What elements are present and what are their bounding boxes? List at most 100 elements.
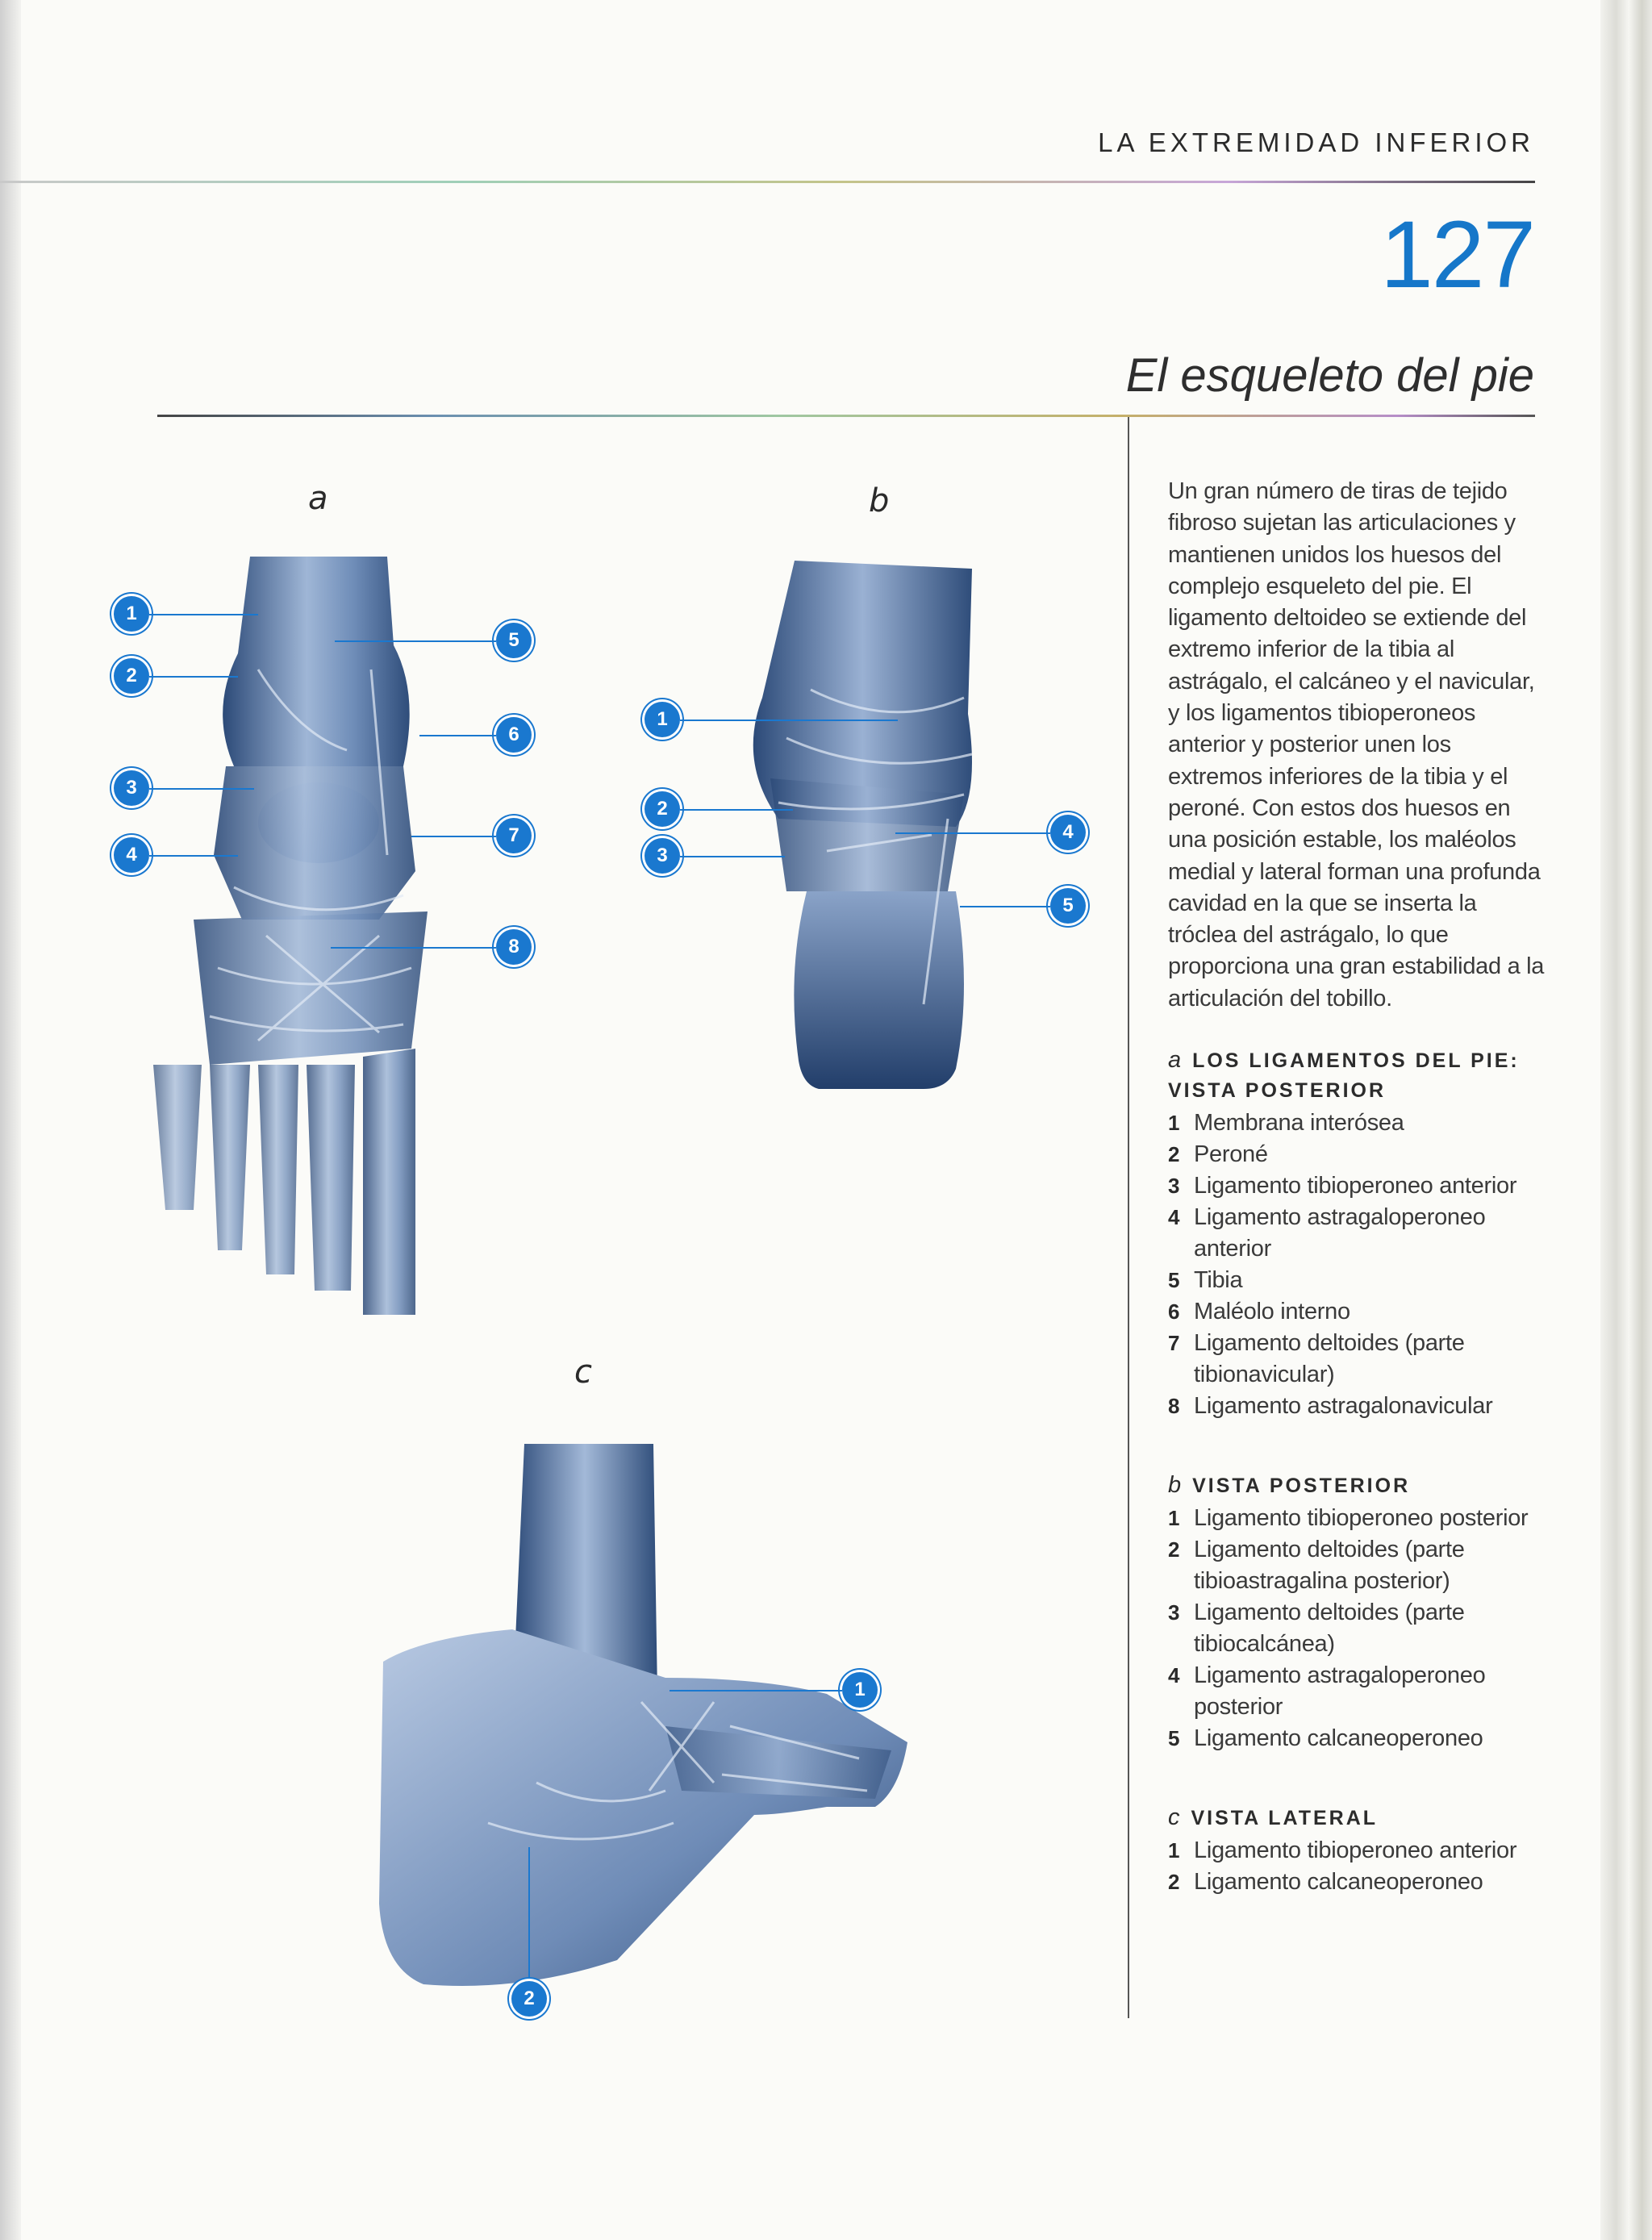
legend-item-number: 3 [1168,1600,1180,1625]
legend-item-number: 1 [1168,1111,1180,1136]
figure-a-leader-1 [149,614,258,615]
legend-item-number: 4 [1168,1663,1180,1688]
intro-paragraph: Un gran número de tiras de tejido fibros… [1168,478,1545,1012]
legend-a-list: 1 Membrana interósea 2 Peroné 3 Ligamento t… [1168,1107,1547,1422]
figure-c-illustration [379,1444,907,1986]
legend-item-number: 6 [1168,1299,1180,1324]
legend-item-text: Ligamento deltoides (parte tibiocalcánea… [1194,1600,1465,1658]
legend-item: 1 Membrana interósea [1168,1107,1547,1139]
legend-item-number: 2 [1168,1537,1180,1562]
chapter-title: El esqueleto del pie [1125,349,1534,402]
figure-a-callout-4: 4 [114,837,149,873]
figure-c-leader-1 [670,1690,842,1691]
figure-a-leader-6 [419,735,496,736]
legend-item-text: Ligamento astragaloperoneo anterior [1194,1204,1486,1262]
running-head: LA EXTREMIDAD INFERIOR [1098,127,1534,157]
legend-item-number: 5 [1168,1268,1180,1293]
figure-c-callout-2: 2 [511,1981,547,2017]
legend-item-text: Peroné [1194,1141,1268,1168]
legend-item-text: Ligamento calcaneoperoneo [1194,1869,1483,1896]
legend-item-number: 3 [1168,1174,1180,1199]
legend-item: 7 Ligamento deltoides (parte tibionavicul… [1168,1328,1547,1391]
figure-a-callout-7: 7 [496,818,532,853]
legend-item-text: Tibia [1194,1267,1243,1294]
legend-item-text: Ligamento calcaneoperoneo [1194,1725,1483,1752]
title-rule [157,415,1535,417]
figure-a-callout-8: 8 [496,929,532,965]
legend-item-number: 7 [1168,1331,1180,1356]
legend-a-letter: a [1168,1047,1182,1074]
legend-item-text: Ligamento astragaloperoneo posterior [1194,1662,1486,1721]
legend-item-text: Membrana interósea [1194,1110,1404,1137]
legend-item: 6 Maléolo interno [1168,1296,1547,1328]
figure-b-leader-1 [680,720,898,721]
legend-item: 5 Tibia [1168,1265,1547,1296]
legend-item-text: Ligamento tibioperoneo anterior [1194,1173,1517,1199]
legend-b-title: VISTA POSTERIOR [1192,1475,1411,1498]
figure-b-label: b [869,482,890,519]
figure-b-callout-3: 3 [645,838,680,874]
figure-a-callout-2: 2 [114,658,149,694]
figure-a-leader-4 [149,855,238,857]
figure-a-leader-8 [331,947,496,949]
figure-c-callout-1: 1 [842,1672,878,1708]
legend-item: 3 Ligamento tibioperoneo anterior [1168,1170,1547,1202]
header-rule [0,181,1535,183]
figure-c-label: c [574,1354,592,1391]
page-gutter-shadow [0,0,21,2240]
legend-c-title: VISTA LATERAL [1191,1807,1379,1830]
legend-item: 2 Ligamento deltoides (parte tibioastraga… [1168,1534,1547,1597]
figure-b-illustration [753,561,973,1089]
legend-item-number: 2 [1168,1142,1180,1167]
legend-b-letter: b [1168,1472,1182,1499]
legend-item: 4 Ligamento astragaloperoneo anterior [1168,1202,1547,1265]
figure-b-callout-2: 2 [645,791,680,827]
figure-a-illustration [153,557,428,1315]
legend-item-text: Ligamento deltoides (parte tibionavicula… [1194,1330,1465,1388]
figure-a-callout-5: 5 [496,623,532,658]
legend-item-text: Ligamento astragalonavicular [1194,1393,1493,1420]
legend-item: 2 Peroné [1168,1139,1547,1170]
legend-item-number: 1 [1168,1838,1180,1863]
figure-b-callout-4: 4 [1050,815,1086,850]
figure-a-leader-2 [149,676,238,678]
legend-item: 1 Ligamento tibioperoneo anterior [1168,1835,1547,1867]
legend-b-heading: b VISTA POSTERIOR [1168,1470,1547,1501]
legend-c-letter: c [1168,1804,1180,1831]
figure-a-callout-3: 3 [114,770,149,806]
legend-c-heading: c VISTA LATERAL [1168,1803,1547,1833]
legend-a-title: LOS LIGAMENTOS DEL PIE: VISTA POSTERIOR [1168,1049,1520,1103]
legend-item-number: 4 [1168,1205,1180,1230]
legend-item-number: 1 [1168,1506,1180,1531]
legend-a-heading: a LOS LIGAMENTOS DEL PIE: VISTA POSTERIO… [1168,1045,1547,1106]
figure-b-leader-5 [960,906,1050,907]
legend-item-text: Ligamento tibioperoneo anterior [1194,1837,1517,1864]
page-number: 127 [1380,202,1536,308]
figure-b-leader-4 [895,832,1050,834]
figure-c-leader-2 [528,1847,530,1983]
figure-a-label: a [308,480,328,517]
legend-item: 3 Ligamento deltoides (parte tibiocalcáne… [1168,1597,1547,1660]
figure-b-callout-5: 5 [1050,888,1086,924]
figure-a-leader-3 [149,788,254,790]
legend-item-text: Maléolo interno [1194,1299,1350,1325]
legend-item: 2 Ligamento calcaneoperoneo [1168,1867,1547,1898]
figure-a-callout-1: 1 [114,596,149,632]
legend-item-text: Ligamento deltoides (parte tibioastragal… [1194,1537,1465,1595]
figure-b-callout-1: 1 [645,702,680,737]
figure-a-leader-7 [411,836,496,837]
legend-c-list: 1 Ligamento tibioperoneo anterior 2 Ligame… [1168,1835,1547,1898]
figure-b-leader-3 [680,856,785,857]
legend-item-number: 5 [1168,1726,1180,1751]
figure-b-leader-2 [680,809,793,811]
column-divider [1128,417,1129,2018]
page-edge [1600,0,1652,2240]
figure-a-callout-6: 6 [496,717,532,753]
legend-item: 4 Ligamento astragaloperoneo posterior [1168,1660,1547,1723]
sidebar-text: Un gran número de tiras de tejido fibros… [1168,476,1547,1898]
figure-a-leader-5 [335,640,496,642]
legend-item-number: 2 [1168,1870,1180,1895]
